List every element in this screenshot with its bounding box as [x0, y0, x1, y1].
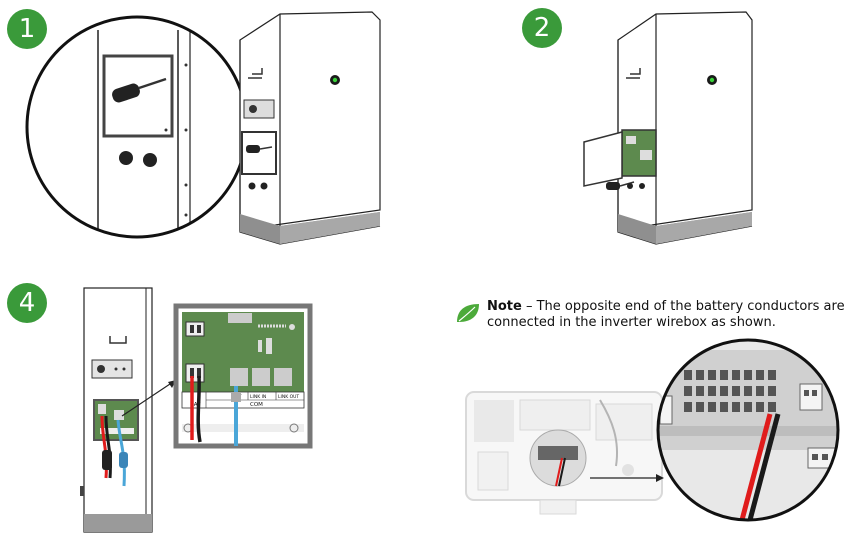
step-badge-1: 1: [7, 9, 47, 49]
screwdriver-icon: [112, 77, 167, 103]
label-link-in: LINK IN: [250, 394, 266, 400]
screwdriver-icon: [246, 145, 273, 153]
step1-magnifier: [25, 15, 249, 239]
label-link-out: LINK OUT: [278, 394, 299, 400]
step4-cabinet-side: [80, 287, 153, 533]
step2-cabinet: [583, 11, 753, 245]
step4-pcb-zoom: BAT V LINK IN LINK OUT COM: [173, 303, 313, 449]
label-com: COM: [250, 402, 263, 408]
step-badge-2: 2: [522, 8, 562, 48]
arrow-icon: [590, 474, 664, 482]
note-label: Note: [487, 299, 522, 314]
note-text: Note – The opposite end of the battery c…: [487, 299, 857, 331]
leaf-icon: [457, 304, 479, 322]
wirebox-detail-circle: [529, 429, 587, 487]
step-badge-4: 4: [7, 283, 47, 323]
wirebox-magnifier: [656, 338, 840, 522]
label-bat: BAT: [190, 402, 201, 408]
note-body: – The opposite end of the battery conduc…: [487, 299, 845, 330]
step1-cabinet: [239, 11, 381, 245]
screwdriver-icon: [606, 181, 635, 190]
